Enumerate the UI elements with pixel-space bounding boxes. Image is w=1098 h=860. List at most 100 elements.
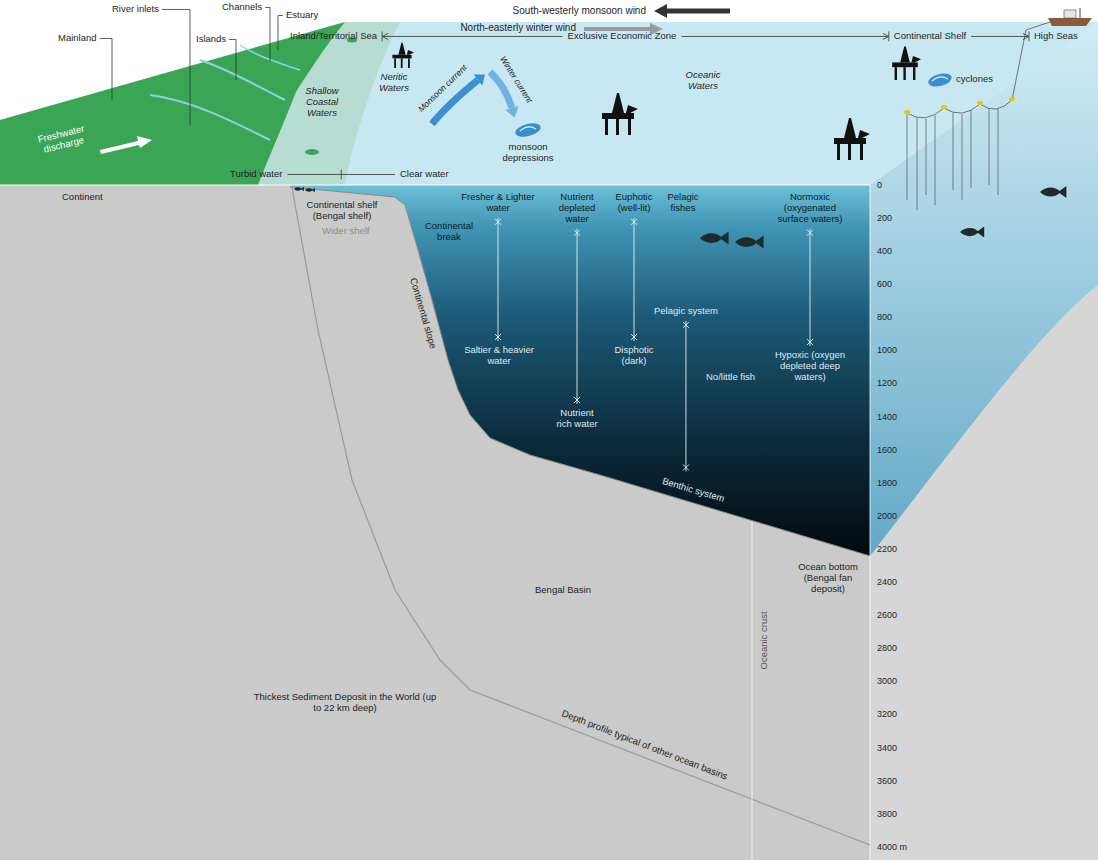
ship-hull (1048, 18, 1092, 26)
water-column-line (495, 218, 501, 341)
leader-line (265, 7, 270, 62)
leader-line (100, 38, 112, 100)
cyclone-symbol (927, 71, 953, 89)
fish-symbol (960, 227, 984, 238)
arrow-head (474, 75, 485, 86)
section-label: Euphotic (well-lit) (611, 192, 657, 214)
dropline (953, 113, 954, 190)
section-label: Pelagic fishes (664, 192, 702, 214)
zone-label: Inland/Territorial Sea (290, 31, 377, 42)
fish-symbol (700, 232, 729, 245)
section-label: No/little fish (706, 372, 755, 383)
depth-value: 2600 (877, 610, 897, 620)
section-label: Benthic system (661, 476, 726, 505)
buoy (1009, 97, 1015, 101)
dropline (935, 115, 936, 205)
zone-divider (681, 31, 888, 41)
dropline (971, 110, 972, 188)
river-channel (150, 95, 270, 140)
ship-cabin (1064, 10, 1076, 18)
depth-value: 3800 (877, 809, 897, 819)
net-rope (907, 100, 1012, 118)
zone-label: High Seas (1034, 31, 1078, 42)
zone-label: Exclusive Economic Zone (568, 31, 677, 42)
oil-rig-symbol (602, 93, 638, 135)
section-label: Wider shelf (322, 226, 370, 237)
freshwater-arrow (100, 136, 152, 154)
surface-label: Oceanic Waters (680, 70, 726, 92)
section-label: Depth profile typical of other ocean bas… (560, 708, 729, 782)
water-column-line (807, 229, 813, 346)
surface-label: Neritic Waters (372, 72, 416, 94)
depth-value: 200 (877, 213, 892, 223)
dropline (989, 108, 990, 185)
leader-line (278, 15, 283, 50)
surface-label: cyclones (956, 74, 993, 85)
land-feature-label: Mainland (58, 33, 97, 44)
depth-value: 1200 (877, 378, 897, 388)
leader-line (229, 39, 236, 80)
surface-label: Monsoon current (417, 63, 470, 114)
section-label: Continent (62, 192, 103, 203)
buoy (977, 101, 983, 105)
fish-symbol (1040, 186, 1066, 198)
dropline (962, 114, 963, 200)
depth-value: 1400 (877, 412, 897, 422)
depth-value: 2200 (877, 544, 897, 554)
ship-mast (1080, 8, 1081, 18)
water-column-line (631, 218, 637, 341)
mainland (0, 22, 345, 185)
oil-rig-symbol (834, 118, 870, 160)
depth-value: 1600 (877, 445, 897, 455)
surface-label: monsoon depressions (498, 142, 558, 164)
dropline (907, 113, 908, 200)
river-channel (200, 60, 285, 100)
dropline (917, 118, 918, 210)
oil-rig-symbol (892, 46, 921, 80)
depth-value: 800 (877, 312, 892, 322)
section-label: Saltier & heavier water (459, 345, 539, 367)
section-label: Fresher & Lighter water (457, 192, 539, 214)
depth-value: 3600 (877, 776, 897, 786)
section-label: Ocean bottom (Bengal fan deposit) (788, 562, 868, 595)
land-feature-label: Estuary (286, 10, 318, 21)
dropline (998, 109, 999, 195)
fishing-ship (1048, 8, 1092, 26)
section-label: Continental break (421, 221, 477, 243)
depression-swirl (520, 127, 536, 131)
section-label: Hypoxic (oxygen depleted deep waters) (774, 350, 846, 383)
land-feature-label: Channels (222, 2, 262, 13)
cyclone-swirl (932, 77, 948, 81)
section-label: Oceanic crust (759, 611, 770, 669)
depth-value: 2800 (877, 643, 897, 653)
section-label: Bengal Basin (535, 585, 591, 596)
fish-symbol (294, 187, 304, 192)
depth-value: 2400 (877, 577, 897, 587)
depth-value: 1000 (877, 345, 897, 355)
depth-value: 600 (877, 279, 892, 289)
sea-surface (0, 22, 1098, 185)
section-label: Pelagic system (654, 306, 718, 317)
front-face (0, 185, 870, 860)
typical-depth-profile (292, 188, 870, 845)
section-label: Nutrient depleted water (555, 192, 599, 225)
leader-line (162, 9, 190, 125)
buoy (904, 110, 910, 114)
depression-symbol (514, 121, 542, 139)
water-clarity-divider (287, 169, 395, 179)
block-edge (870, 185, 871, 860)
wind-label: South-westerly monsoon wind (513, 5, 646, 17)
section-label: Continental slope (407, 276, 438, 350)
island (305, 149, 319, 155)
depth-value: 1800 (877, 478, 897, 488)
oil-rig-symbol (392, 43, 414, 68)
section-label: Nutrient rich water (555, 408, 599, 430)
section-label: Thickest Sediment Deposit in the World (… (250, 692, 440, 714)
depth-value: 400 (877, 246, 892, 256)
fish-symbol (305, 188, 315, 193)
land-feature-label: Islands (196, 34, 226, 45)
crust-boundary-line (752, 522, 753, 860)
